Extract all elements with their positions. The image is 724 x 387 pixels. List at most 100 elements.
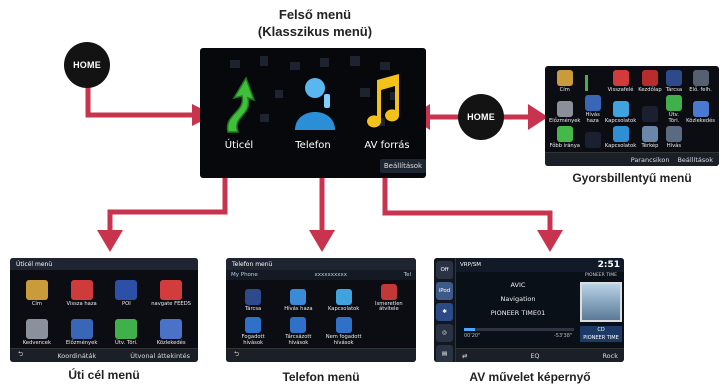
commands-button[interactable]: Parancsikon [630,155,670,164]
shortcut-item[interactable]: Közlekedés [686,95,715,124]
missed-icon [335,317,352,334]
dest-item-history[interactable]: Előzmények [61,311,103,347]
shortcut-grid: Cím Visszafelé Kezdőlap Tárcsa Elő. felh… [549,70,715,149]
shortcut-item[interactable]: Hívás haza [582,95,602,124]
house-icon [612,70,629,86]
dest-title-bar: Úticél menü [10,258,198,270]
coordinates-button[interactable]: Koordináták [57,351,97,360]
shortcut-item[interactable]: Hívás [664,126,684,149]
shortcut-item[interactable]: Visszafelé [605,70,636,93]
phone-item-dial[interactable]: Tárcsa [232,282,274,313]
repeat-icon[interactable]: ⇄ [462,351,468,360]
progress-bar[interactable] [464,328,574,331]
phone-item-received[interactable]: Fogadott hívások [232,316,274,347]
phone-item-contacts[interactable]: Kapcsolatok [323,282,365,313]
elapsed-time: 00'20" [464,333,481,339]
route-overview-button[interactable]: Útvonal áttekintés [130,351,190,360]
user-icon [692,70,709,86]
phone-title-bar: Telefon menü [226,258,416,270]
phone-number: xxxxxxxxxx [314,272,347,278]
destination-menu-label: Úti cél menü [68,368,140,382]
shortcut-item[interactable]: Térkép [638,126,661,149]
cover-caption: CD PIONEER TIME [580,326,622,342]
top-menu-title-line2: (Klasszikus menü) [257,24,373,39]
dest-item-route-history[interactable]: Útv. Töri. [106,311,148,347]
menu-item-destination[interactable]: Úticél [224,140,254,151]
dialed-icon [290,317,307,334]
home-button-right[interactable]: HOME [458,94,504,140]
truck-icon [556,100,573,117]
destination-menu-screen: Úticél menü Cím Vissza haza POI navgate … [10,258,198,362]
av-screen-label: AV művelet képernyő [469,370,591,384]
shortcut-item[interactable]: Cím [549,70,580,93]
contacts-icon [335,289,352,306]
phone-item-unknown[interactable]: Ismeretlen átvitele [368,282,410,313]
cover-caption-1: CD [597,327,605,333]
phone-item-call-home[interactable]: Hívás haza [277,282,319,313]
phone-item-dialed[interactable]: Tárcsázott hívások [277,316,319,347]
remaining-time: -53'38" [554,333,573,339]
source-bluetooth-icon[interactable]: ✱ [436,303,453,321]
route-icon [115,318,138,339]
av-bottom-bar: ⇄ EQ Rock [456,348,624,362]
av-track-title: AVIC [510,281,526,289]
traffic-icon [160,318,183,339]
av-track-info: AVIC Navigation PIONEER TIME01 [468,278,568,320]
dest-item-home[interactable]: Vissza haza [61,272,103,308]
dest-item-favorites[interactable]: Kedvencek [16,311,58,347]
route-history-icon [665,95,682,112]
phone-person-icon[interactable] [290,72,340,132]
shortcut-bottom-bar: Parancsikon Beállítások [545,152,719,166]
av-corner-text: PIONEER TIME [585,273,617,278]
signal-label: Tel [403,272,411,278]
shortcut-item[interactable]: Elő. felh. [686,70,715,93]
dest-item-address[interactable]: Cím [16,272,58,308]
rock-preset[interactable]: Rock [602,351,618,360]
my-phone-label: My Phone [231,272,258,278]
source-off[interactable]: Off [436,261,453,279]
dest-item-feeds[interactable]: navgate FEEDS [150,272,192,308]
av-album: Navigation [500,295,536,303]
phone-item-missed[interactable]: Nem fogadott hívások [323,316,365,347]
shortcut-item[interactable] [638,95,661,124]
shortcut-item[interactable]: Tárcsa [664,70,684,93]
favorites-icon [25,318,48,339]
received-icon [245,317,262,334]
av-mode-label: VRP/SM [460,262,481,268]
shortcut-menu-screen: Cím Visszafelé Kezdőlap Tárcsa Elő. felh… [545,66,719,166]
back-icon[interactable]: ⮌ [18,350,24,358]
history-icon [70,318,93,339]
blank-icon [641,106,658,123]
phone-title: Telefon menü [232,260,273,268]
source-disc-icon[interactable]: ◎ [436,324,453,342]
eq-button[interactable]: EQ [530,351,540,360]
top-menu-screen: Úticél Telefon AV forrás Beállítások [200,48,426,178]
av-top-bar: VRP/SM 2:51 [456,258,624,272]
cover-caption-2: PIONEER TIME [583,335,619,341]
shortcut-item[interactable]: Kezdőlap [638,70,662,93]
shortcut-item[interactable]: Útv. Töri. [664,95,684,124]
destination-arrow-icon[interactable] [216,74,260,134]
unknown-caller-icon [380,283,397,300]
home-button-left[interactable]: HOME [64,42,110,88]
back-icon[interactable]: ⮌ [234,350,240,358]
shortcut-item[interactable]: Kapcsolatok [605,95,636,124]
history-icon [584,95,601,112]
dest-item-poi[interactable]: POI [106,272,148,308]
dest-item-traffic[interactable]: Közlekedés [150,311,192,347]
top-menu-settings-button[interactable]: Beállítások [380,159,426,173]
menu-item-av-source[interactable]: AV forrás [364,140,410,151]
album-cover[interactable] [580,282,622,322]
source-ipod[interactable]: iPod [436,282,453,300]
menu-item-phone[interactable]: Telefon [295,140,331,151]
shortcut-item[interactable] [582,70,602,93]
shortcut-settings-button[interactable]: Beállítások [677,155,713,164]
shortcut-item[interactable]: Előzmények [549,95,580,124]
shortcut-item[interactable] [582,126,602,149]
route-icon [584,75,601,92]
av-artist: PIONEER TIME01 [490,309,546,317]
music-note-icon[interactable] [363,72,407,132]
source-radio-icon[interactable]: ▤ [436,345,453,362]
shortcut-item[interactable]: Kapcsolatok [605,126,636,149]
shortcut-item[interactable]: Főbb iránya [549,126,580,149]
